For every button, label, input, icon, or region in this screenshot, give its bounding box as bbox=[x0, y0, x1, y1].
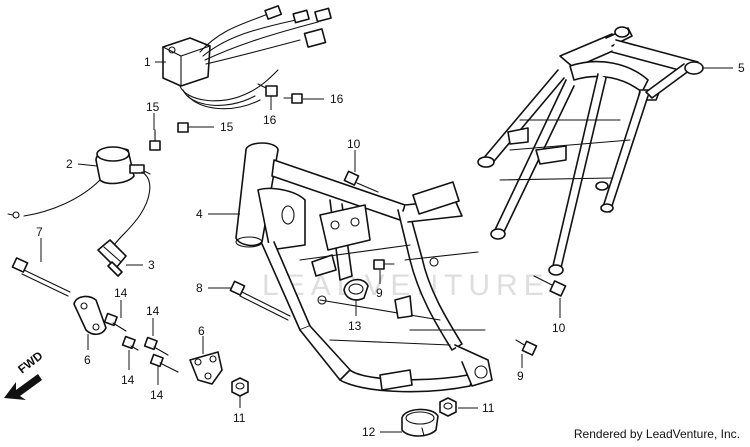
callout-16b-text: 16 bbox=[330, 92, 344, 106]
fwd-arrow: FWD bbox=[4, 348, 46, 400]
part-nut-11a[interactable] bbox=[231, 377, 249, 397]
part-bolt-14d[interactable] bbox=[149, 353, 179, 373]
part-clamp-12[interactable] bbox=[401, 408, 439, 437]
part-bolt-14c[interactable] bbox=[143, 336, 169, 356]
part-bolt-9a[interactable] bbox=[373, 259, 395, 270]
callout-5-text: 5 bbox=[738, 61, 745, 75]
part-bolt-10b[interactable] bbox=[533, 275, 567, 297]
part-bolt-10a[interactable] bbox=[343, 170, 379, 193]
part-rear-subframe[interactable] bbox=[477, 26, 704, 276]
part-cdi-unit[interactable] bbox=[162, 5, 332, 110]
callout-3-text: 3 bbox=[148, 258, 155, 272]
callout-3: 3 bbox=[126, 258, 155, 272]
callout-16b: 16 bbox=[303, 92, 344, 106]
part-mount-plate-6b[interactable] bbox=[189, 351, 223, 385]
callout-9a: 9 bbox=[376, 270, 383, 300]
callout-14d: 14 bbox=[150, 366, 164, 402]
callout-11b-text: 11 bbox=[482, 401, 495, 415]
callout-8-text: 8 bbox=[196, 281, 203, 295]
callout-10b-text: 10 bbox=[552, 321, 566, 335]
callout-14b-text: 14 bbox=[121, 373, 135, 387]
callout-13: 13 bbox=[348, 300, 362, 333]
watermark-text: LEADVENTURE bbox=[262, 269, 550, 302]
callout-11a-text: 11 bbox=[233, 411, 246, 425]
callout-9b: 9 bbox=[517, 354, 524, 383]
callout-2: 2 bbox=[66, 157, 98, 171]
callout-6b: 6 bbox=[198, 324, 205, 354]
callout-10a: 10 bbox=[347, 137, 361, 172]
callout-12: 12 bbox=[362, 425, 402, 439]
callout-16a: 16 bbox=[263, 96, 277, 127]
part-bolt-15a[interactable] bbox=[149, 129, 161, 151]
callout-14a-text: 14 bbox=[114, 286, 128, 300]
credit-text: Rendered by LeadVenture, Inc. bbox=[573, 427, 740, 441]
callout-14c: 14 bbox=[146, 304, 160, 336]
callout-10a-text: 10 bbox=[347, 137, 361, 151]
callout-8: 8 bbox=[196, 281, 232, 295]
part-spark-plug-cap[interactable] bbox=[97, 239, 127, 277]
callout-13-text: 13 bbox=[348, 319, 362, 333]
callout-7-text: 7 bbox=[36, 225, 43, 239]
part-long-bolt-7[interactable] bbox=[11, 257, 71, 297]
callout-4-text: 4 bbox=[196, 207, 203, 221]
callout-1: 1 bbox=[144, 55, 166, 69]
part-bolt-16b[interactable] bbox=[283, 93, 303, 104]
callout-9a-text: 9 bbox=[376, 286, 383, 300]
callout-14d-text: 14 bbox=[150, 388, 164, 402]
part-nut-11b[interactable] bbox=[439, 397, 457, 417]
part-bolt-15b[interactable] bbox=[177, 122, 199, 133]
callout-15b: 15 bbox=[198, 120, 234, 134]
callout-4: 4 bbox=[196, 207, 240, 221]
watermark: LEADVENTURE bbox=[262, 269, 550, 302]
part-ignition-coil[interactable] bbox=[7, 146, 151, 249]
callout-11a: 11 bbox=[233, 396, 246, 425]
part-long-bolt-8[interactable] bbox=[229, 280, 291, 321]
callout-14c-text: 14 bbox=[146, 304, 160, 318]
part-mount-plate-6a[interactable] bbox=[73, 295, 107, 336]
callout-15a-text: 15 bbox=[146, 100, 160, 114]
callout-12-text: 12 bbox=[362, 425, 376, 439]
callout-15a: 15 bbox=[146, 100, 160, 130]
callout-15b-text: 15 bbox=[220, 120, 234, 134]
callout-6a-text: 6 bbox=[84, 353, 91, 367]
callout-2-text: 2 bbox=[66, 157, 73, 171]
part-bolt-14b[interactable] bbox=[121, 335, 139, 351]
callout-6b-text: 6 bbox=[198, 324, 205, 338]
callout-11b: 11 bbox=[458, 401, 495, 415]
callout-1-text: 1 bbox=[144, 55, 151, 69]
part-bolt-9b[interactable] bbox=[515, 339, 538, 356]
callout-16a-text: 16 bbox=[263, 113, 277, 127]
callout-10b: 10 bbox=[552, 298, 566, 335]
callout-7: 7 bbox=[36, 225, 43, 262]
part-bolt-16a[interactable] bbox=[257, 83, 278, 97]
part-main-frame[interactable] bbox=[235, 142, 493, 393]
callout-9b-text: 9 bbox=[517, 369, 524, 383]
callout-14a: 14 bbox=[114, 286, 128, 318]
callout-6a: 6 bbox=[84, 334, 91, 367]
callout-5: 5 bbox=[703, 61, 745, 75]
callout-14b: 14 bbox=[121, 350, 135, 387]
part-clamp-13[interactable] bbox=[343, 278, 369, 301]
fwd-label: FWD bbox=[15, 348, 45, 376]
part-bolt-14a[interactable] bbox=[103, 312, 127, 332]
